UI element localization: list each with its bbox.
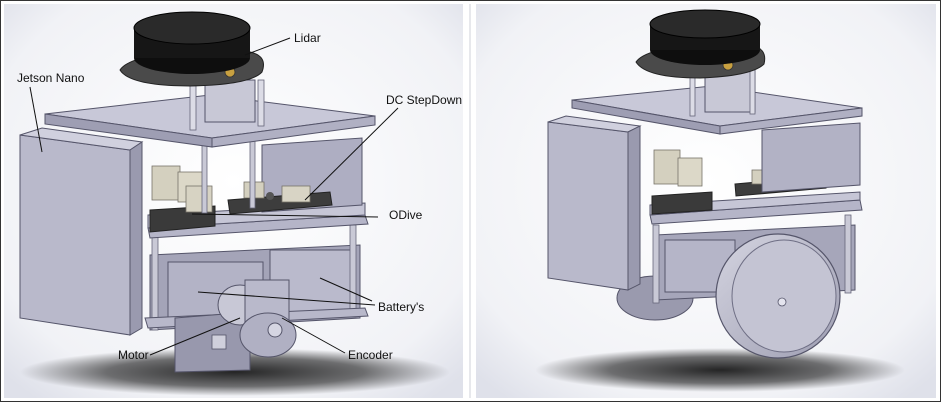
right-back-wall: [761, 122, 861, 193]
motor-connector: [211, 334, 227, 350]
standoff: [151, 234, 159, 331]
left-shadow: [20, 348, 450, 396]
encoder-hub: [267, 322, 283, 338]
right-lidar-standoff: [689, 71, 696, 117]
right-odive-board: [651, 191, 713, 215]
label-jetson-nano: Jetson Nano: [17, 71, 85, 85]
leader-battery-1: [197, 291, 376, 306]
capacitor: [266, 192, 274, 200]
stepdown-connector: [281, 185, 311, 203]
standoff: [652, 224, 660, 304]
label-motor: Motor: [118, 348, 149, 362]
label-lidar: Lidar: [294, 31, 321, 45]
label-odive: ODive: [389, 208, 423, 222]
encoder-body: [239, 312, 297, 358]
right-odive-connector: [653, 149, 681, 185]
lidar-standoff: [257, 79, 265, 127]
odive-connector: [151, 165, 181, 201]
leader-jetson: [29, 86, 43, 153]
lidar-head-top: [133, 11, 251, 45]
jetson-nano-front: [19, 134, 131, 336]
right-view: [476, 4, 936, 398]
right-lidar-standoff: [749, 69, 756, 115]
label-dc-stepdown: DC StepDown: [386, 93, 462, 107]
right-odive-connector: [677, 157, 703, 187]
right-lidar-head-top: [649, 9, 761, 39]
odive-connector: [185, 185, 213, 213]
leader-battery-2: [319, 277, 373, 302]
right-jetson-side: [627, 125, 641, 291]
lidar-standoff: [189, 81, 197, 131]
right-shadow: [535, 348, 905, 392]
leader-motor: [149, 317, 241, 356]
right-top-plate-side: [719, 107, 863, 135]
right-jetson-front: [547, 121, 629, 291]
left-view: Lidar Jetson Nano DC StepDown ODive Batt…: [4, 4, 463, 398]
label-battery: Battery's: [378, 300, 424, 314]
leader-odive: [191, 213, 379, 218]
wheel-hub: [777, 297, 787, 307]
label-encoder: Encoder: [348, 348, 393, 362]
standoff: [844, 214, 852, 294]
front-wheel-face: [731, 239, 837, 353]
leader-encoder: [281, 317, 346, 354]
jetson-nano-side: [129, 141, 143, 336]
lidar-motor: [204, 79, 256, 123]
leader-lidar: [244, 37, 291, 56]
leader-stepdown: [304, 107, 399, 201]
leader-lines: [29, 37, 399, 356]
top-plate-side: [211, 115, 376, 148]
